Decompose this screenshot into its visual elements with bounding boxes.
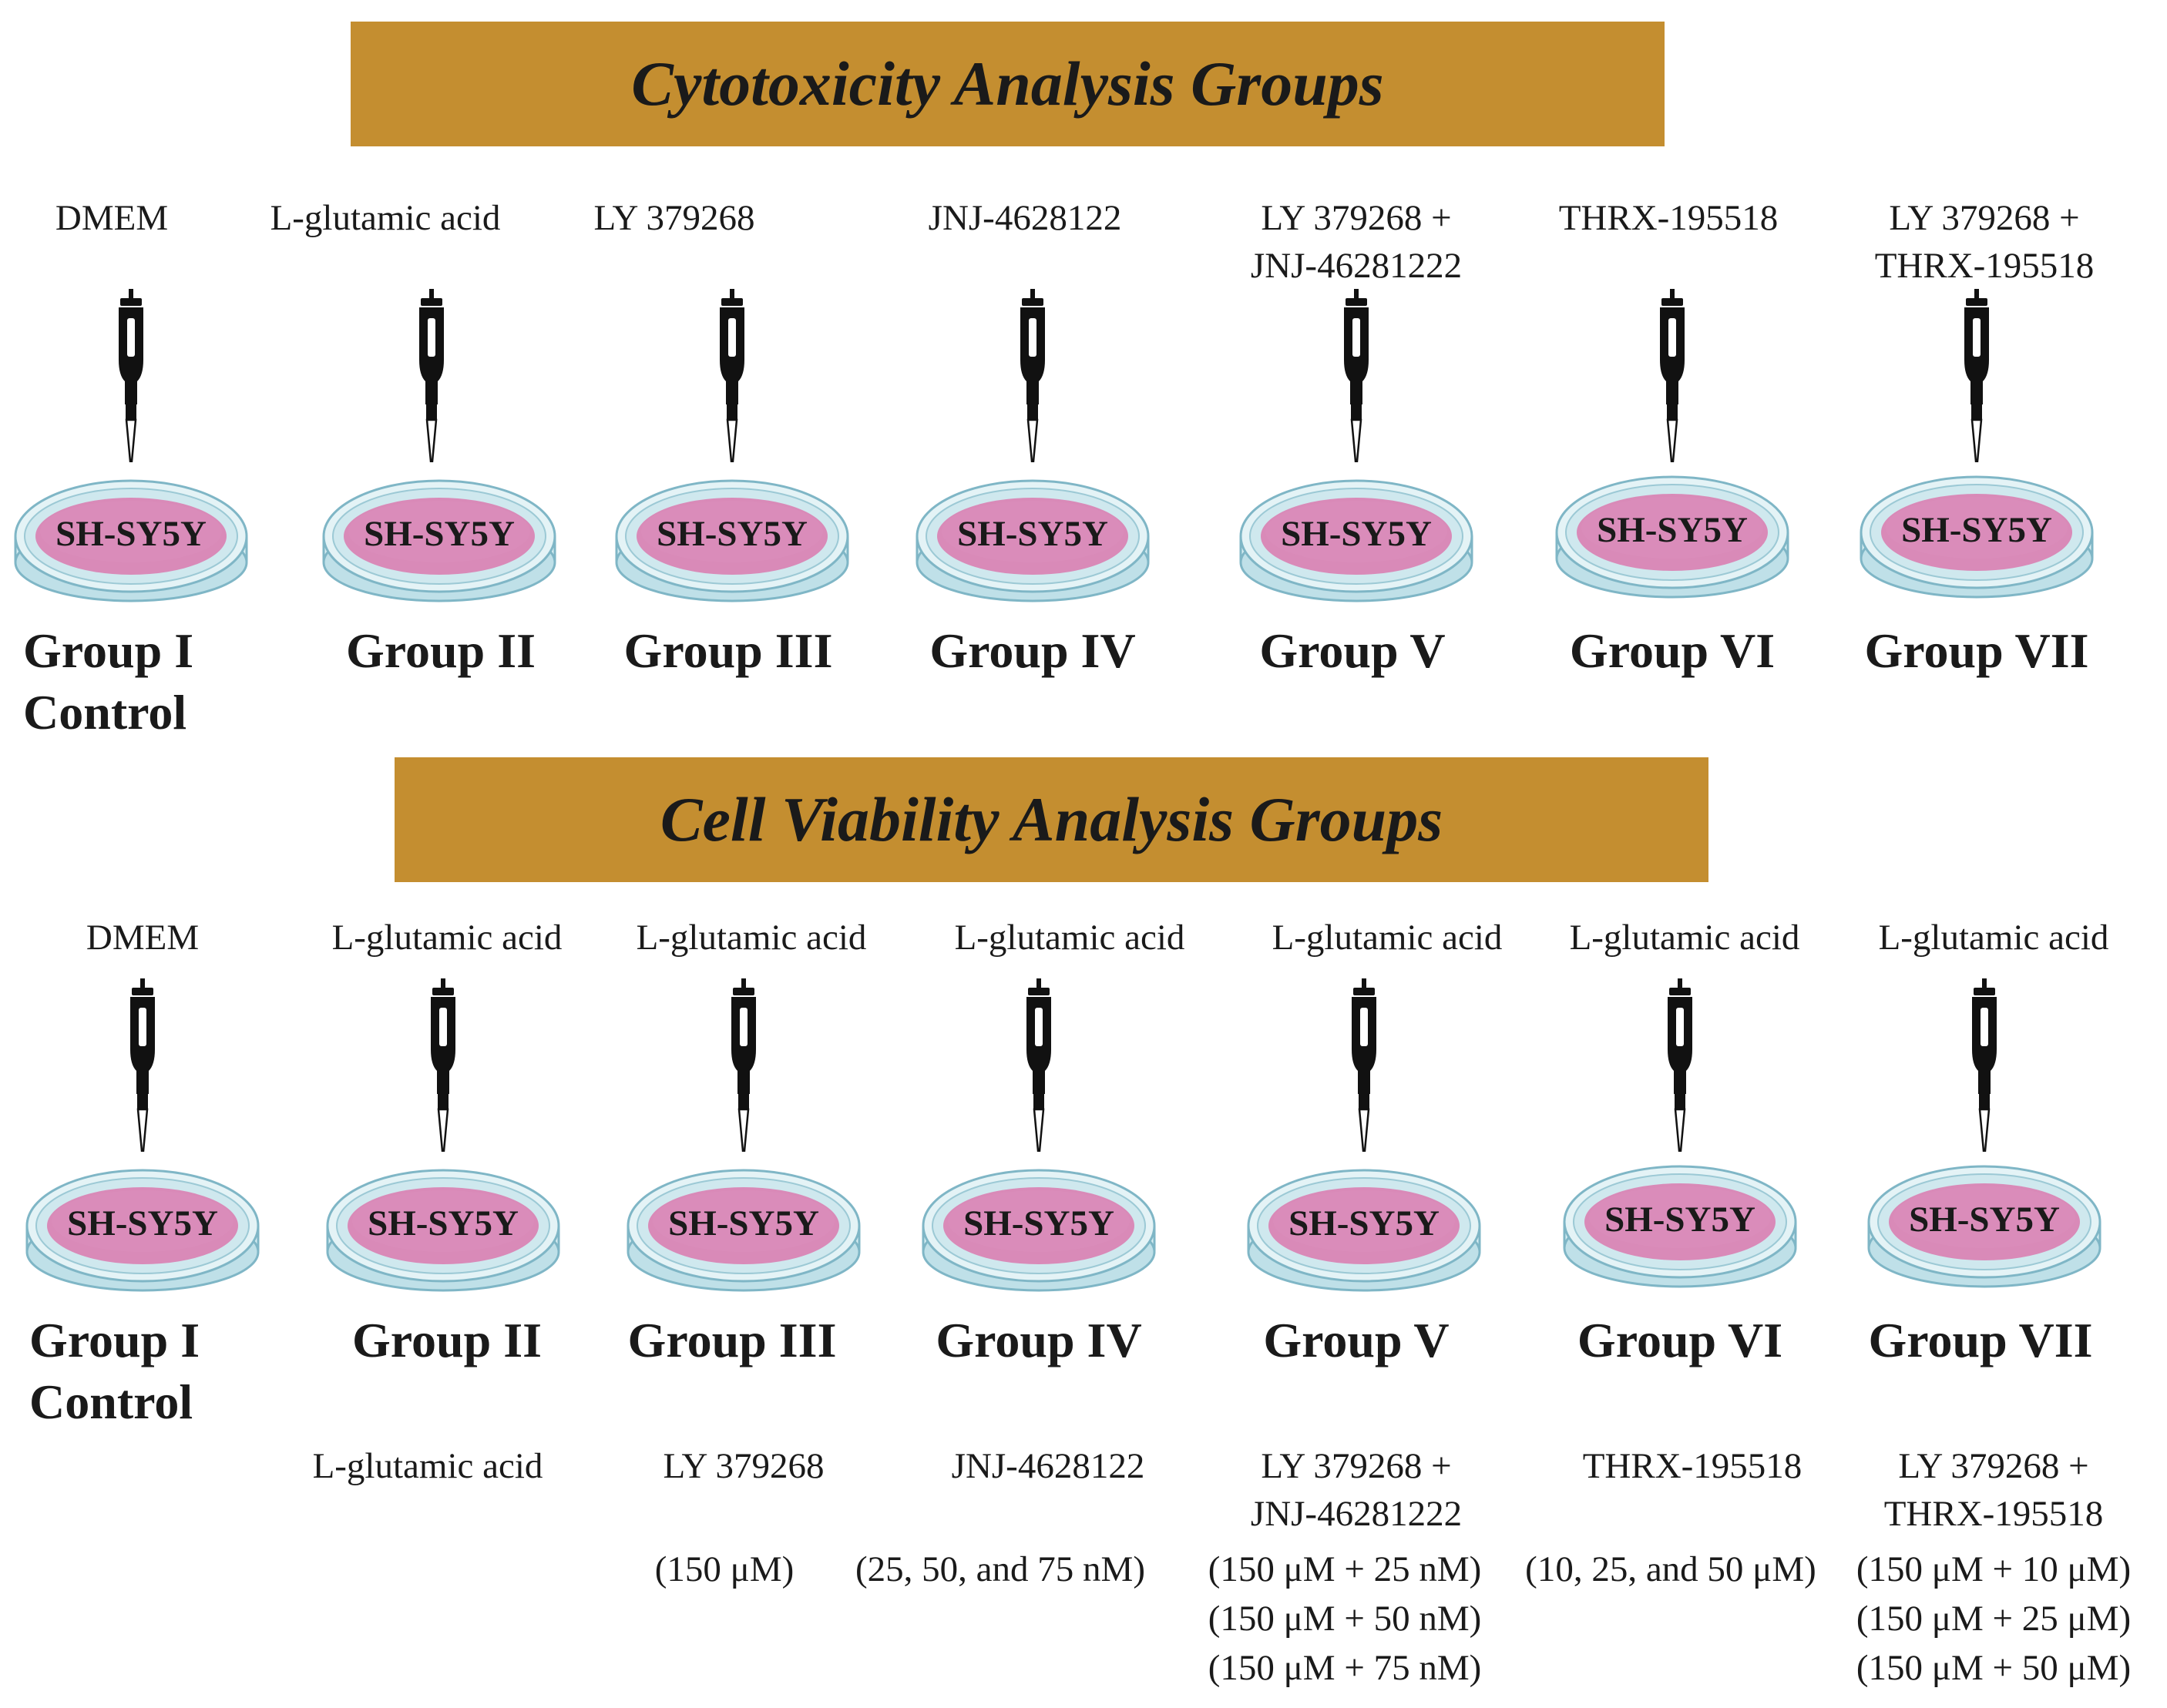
group-label: Group II (345, 623, 536, 678)
dose-list: (25, 50, and 75 nM) (855, 1549, 1145, 1589)
pipette-icon (1963, 289, 1991, 462)
reagent-label: THRX-195518 (1558, 198, 1779, 238)
viability-title: Cell Viability Analysis Groups (660, 784, 1443, 854)
reagent-label: DMEM (86, 918, 200, 958)
reagent-label: L-glutamic acid (270, 198, 501, 238)
group-label: Group II (351, 1313, 543, 1367)
reagent-label: LY 379268 +JNJ-46281222 (1250, 198, 1463, 286)
dish-cell-line-label: SH-SY5Y (1604, 1200, 1755, 1240)
group-label: Group V (1263, 1313, 1450, 1367)
pipette-icon (1666, 978, 1694, 1152)
treatment-label: L-glutamic acid (312, 1446, 543, 1486)
dish-cell-line-label: SH-SY5Y (1597, 510, 1748, 550)
pipette-icon (1019, 289, 1047, 462)
dish-cell-line-label: SH-SY5Y (668, 1203, 819, 1243)
dish-cell-line-label: SH-SY5Y (1288, 1203, 1440, 1243)
pipette-icon (1350, 978, 1378, 1152)
reagent-label: L-glutamic acid (1878, 918, 2109, 958)
dish-cell-line-label: SH-SY5Y (1909, 1200, 2060, 1240)
dish-cell-line-label: SH-SY5Y (368, 1203, 519, 1243)
dish-cell-line-label: SH-SY5Y (67, 1203, 218, 1243)
pipette-icon (718, 289, 746, 462)
pipette-icon (1970, 978, 1998, 1152)
pipette-icon (129, 978, 156, 1152)
pipette-icon (418, 289, 445, 462)
group-label: Group VI (1577, 1313, 1783, 1367)
dish-cell-line-label: SH-SY5Y (957, 514, 1108, 554)
reagent-label: JNJ-4628122 (928, 198, 1122, 238)
treatment-label: THRX-195518 (1582, 1446, 1802, 1486)
group-label: Group VII (1868, 1313, 2093, 1367)
reagent-label: L-glutamic acid (954, 918, 1185, 958)
viability-banner: Cell Viability Analysis Groups (395, 757, 1708, 882)
group-label: Group IV (929, 623, 1136, 678)
group-label: Group III (623, 623, 833, 678)
reagent-label: L-glutamic acid (1272, 918, 1503, 958)
dish-cell-line-label: SH-SY5Y (55, 514, 207, 554)
cytotoxicity-title: Cytotoxicity Analysis Groups (631, 49, 1384, 119)
dish-cell-line-label: SH-SY5Y (657, 514, 808, 554)
pipette-icon (730, 978, 758, 1152)
reagent-label: L-glutamic acid (636, 918, 867, 958)
reagent-label: L-glutamic acid (331, 918, 563, 958)
group-label: Group V (1259, 623, 1446, 678)
dish-cell-line-label: SH-SY5Y (364, 514, 515, 554)
dish-cell-line-label: SH-SY5Y (1901, 510, 2052, 550)
reagent-label: LY 379268 +THRX-195518 (1874, 198, 2095, 286)
reagent-label: L-glutamic acid (1569, 918, 1800, 958)
pipette-icon (117, 289, 145, 462)
treatment-label: LY 379268 +THRX-195518 (1883, 1446, 2104, 1534)
reagent-label: LY 379268 (593, 198, 755, 238)
group-label: Group III (627, 1313, 837, 1367)
group-label: Group IV (936, 1313, 1142, 1367)
treatment-label: LY 379268 +JNJ-46281222 (1250, 1446, 1463, 1534)
pipette-icon (1342, 289, 1370, 462)
pipette-icon (429, 978, 457, 1152)
dish-cell-line-label: SH-SY5Y (963, 1203, 1114, 1243)
dose-list: (150 μM) (654, 1549, 795, 1589)
dose-list: (10, 25, and 50 μM) (1525, 1549, 1816, 1589)
group-label: Group VII (1864, 623, 2089, 678)
treatment-label: JNJ-4628122 (951, 1446, 1145, 1486)
dish-cell-line-label: SH-SY5Y (1281, 514, 1432, 554)
reagent-label: DMEM (55, 198, 169, 238)
treatment-label: LY 379268 (663, 1446, 825, 1486)
group-label: Group VI (1569, 623, 1776, 678)
pipette-icon (1658, 289, 1686, 462)
cytotoxicity-banner: Cytotoxicity Analysis Groups (351, 22, 1665, 146)
dose-list: (150 μM + 25 nM)(150 μM + 50 nM)(150 μM … (1208, 1549, 1482, 1688)
pipette-icon (1025, 978, 1053, 1152)
dose-list: (150 μM + 10 μM)(150 μM + 25 μM)(150 μM … (1856, 1549, 2132, 1688)
